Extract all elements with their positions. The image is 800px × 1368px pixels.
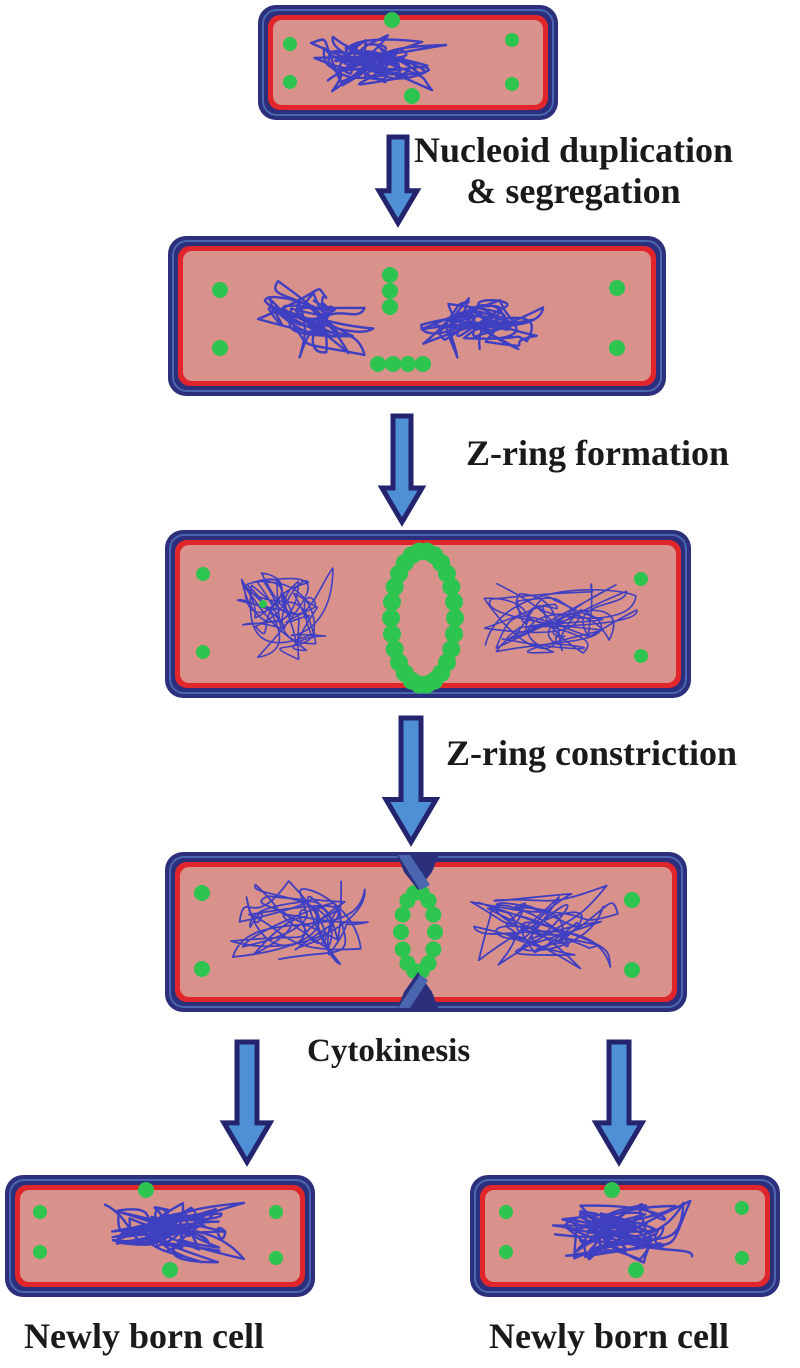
septum-top-highlight [398,855,430,890]
label-newly-born-cell-right: Newly born cell [489,1316,729,1356]
ftsz-protein [384,12,400,28]
nucleoid-dna [115,1212,227,1252]
cell-wall-highlight [474,1179,776,1293]
nucleoid-dna [230,880,369,965]
ftsz-protein [382,267,398,283]
ftsz-protein [138,1182,154,1198]
ftsz-protein [382,592,401,611]
ftsz-protein [385,640,404,659]
ftsz-protein [427,924,443,940]
ftsz-protein [33,1205,47,1219]
ftsz-protein [735,1251,749,1265]
ftsz-protein [425,941,442,958]
nucleoid-dna [470,884,619,970]
cytoplasm [183,251,651,381]
label-nucleoid-duplication-line2: & segregation [466,171,681,212]
ftsz-protein [382,283,398,299]
ftsz-protein [194,885,210,901]
daughter-cell-right [470,1175,780,1297]
ftsz-protein [446,609,464,627]
ftsz-protein [499,1245,513,1259]
ftsz-protein [628,1262,644,1278]
ftsz-protein [259,600,267,608]
ftsz-protein [735,1201,749,1215]
ftsz-protein [283,75,297,89]
nucleoid-dna [420,297,545,359]
arrow-shape [377,413,427,527]
ftsz-protein [609,340,625,356]
ftsz-protein [609,280,625,296]
label-nucleoid-duplication-line1: Nucleoid duplication [414,130,734,170]
septum-bottom-highlight [398,975,428,1008]
arrow-down-left [219,1039,275,1167]
ftsz-protein [425,906,442,923]
nucleoid-dna [568,1210,665,1253]
arrow-shape [219,1039,275,1167]
ftsz-protein [194,961,210,977]
ftsz-protein [196,645,210,659]
arrow-down-1 [374,134,422,228]
label-z-ring-constriction: Z-ring constriction [446,733,737,773]
ftsz-protein [393,924,409,940]
arrow-shape [591,1039,647,1167]
ftsz-protein [269,1251,283,1265]
arrow-shape [381,715,441,847]
ftsz-protein [394,941,411,958]
z-ring-cell [165,530,691,698]
cell-wall-highlight [172,240,662,392]
ftsz-protein [624,892,640,908]
nucleoid-dna [483,582,638,654]
ftsz-protein [634,572,648,586]
ftsz-protein [420,892,437,909]
ftsz-protein [505,77,519,91]
ftsz-protein [399,955,416,972]
label-newly-born-cell-left: Newly born cell [24,1316,264,1356]
constricting-cell [165,852,687,1012]
ftsz-protein [624,962,640,978]
ftsz-protein [196,567,210,581]
nucleoid-dna [236,567,334,661]
label-cytokinesis: Cytokinesis [307,1033,471,1069]
ftsz-protein [415,356,431,372]
ftsz-protein [162,1262,178,1278]
ftsz-protein [400,356,416,372]
ftsz-protein [442,577,461,596]
nucleoid-dna [340,42,430,81]
ftsz-protein [382,299,398,315]
arrow-shape [374,134,422,228]
ftsz-protein [505,33,519,47]
cell-wall-highlight [9,1179,311,1293]
ftsz-protein [370,356,386,372]
ftsz-protein [212,282,228,298]
cell-wall-highlight [262,9,554,116]
nucleoid-dna [256,280,375,359]
label-z-ring-formation: Z-ring formation [466,433,729,473]
parent-cell [258,5,558,120]
ftsz-protein [212,340,228,356]
ftsz-protein [604,1182,620,1198]
ftsz-protein [499,1205,513,1219]
ftsz-protein [634,649,648,663]
ftsz-protein [385,356,401,372]
ftsz-protein [33,1245,47,1259]
arrow-down-right [591,1039,647,1167]
ftsz-protein [445,592,464,611]
arrow-down-3 [381,715,441,847]
ftsz-protein [382,625,401,644]
segregated-cell [168,236,666,396]
ftsz-protein [394,906,411,923]
daughter-cell-left [5,1175,315,1297]
ftsz-protein [269,1205,283,1219]
label-nucleoid-duplication: Nucleoid duplication & segregation [414,130,733,213]
ftsz-protein [404,88,420,104]
nucleoid-dna [551,1199,694,1264]
arrow-down-2 [377,413,427,527]
ftsz-protein [382,609,400,627]
ftsz-protein [283,37,297,51]
ftsz-protein [445,625,464,644]
